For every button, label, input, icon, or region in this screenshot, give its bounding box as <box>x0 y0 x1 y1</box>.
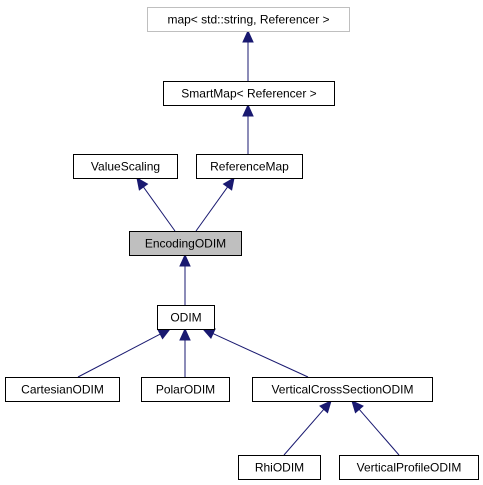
class-box <box>147 7 350 32</box>
edge-line <box>195 186 228 232</box>
arrowhead-icon <box>242 29 254 43</box>
edges-layer <box>77 29 400 456</box>
arrowhead-icon <box>222 177 235 191</box>
edge-referencemap-to-smartmap <box>242 103 254 154</box>
class-box <box>141 377 230 402</box>
class-label: VerticalProfileODIM <box>357 461 462 475</box>
class-box <box>339 455 479 480</box>
arrowhead-icon <box>179 253 191 267</box>
edge-line <box>143 186 176 232</box>
class-box <box>238 455 321 480</box>
class-node-referencemap[interactable]: ReferenceMap <box>196 154 303 179</box>
nodes-layer: map< std::string, Referencer >SmartMap< … <box>5 7 479 480</box>
arrowhead-icon <box>136 177 149 191</box>
class-label: RhiODIM <box>255 461 304 475</box>
class-box <box>5 377 120 402</box>
class-box <box>163 81 335 106</box>
arrowhead-icon <box>157 328 172 340</box>
class-node-cartesianodim[interactable]: CartesianODIM <box>5 377 120 402</box>
arrowhead-icon <box>242 103 254 117</box>
class-box <box>196 154 303 179</box>
arrowhead-icon <box>201 328 216 340</box>
edge-verticalcrosssectionodim-to-odim <box>201 328 309 378</box>
edge-odim-to-encodingodim <box>179 253 191 305</box>
class-box <box>129 231 242 256</box>
class-node-verticalprofileodim[interactable]: VerticalProfileODIM <box>339 455 479 480</box>
class-node-map[interactable]: map< std::string, Referencer > <box>147 7 350 32</box>
edge-cartesianodim-to-odim <box>77 328 172 378</box>
class-label: ODIM <box>170 311 201 325</box>
edge-line <box>77 333 161 378</box>
class-node-verticalcrosssectionodim[interactable]: VerticalCrossSectionODIM <box>252 377 433 402</box>
class-box <box>73 154 178 179</box>
edge-rhiodim-to-verticalcrosssectionodim <box>283 400 332 456</box>
class-node-valuescaling[interactable]: ValueScaling <box>73 154 178 179</box>
arrowhead-icon <box>179 327 191 341</box>
class-label: CartesianODIM <box>21 383 104 397</box>
class-box <box>157 305 215 330</box>
class-label: VerticalCrossSectionODIM <box>271 383 413 397</box>
edge-encodingodim-to-valuescaling <box>136 177 176 232</box>
arrowhead-icon <box>351 400 364 414</box>
class-node-polarodim[interactable]: PolarODIM <box>141 377 230 402</box>
class-label: EncodingODIM <box>145 237 226 251</box>
edge-verticalprofileodim-to-verticalcrosssectionodim <box>351 400 400 456</box>
edge-line <box>358 408 400 456</box>
class-label: PolarODIM <box>156 383 215 397</box>
class-node-rhiodim[interactable]: RhiODIM <box>238 455 321 480</box>
class-node-odim[interactable]: ODIM <box>157 305 215 330</box>
class-label: SmartMap< Referencer > <box>181 87 316 101</box>
class-label: map< std::string, Referencer > <box>167 13 329 27</box>
edge-encodingodim-to-referencemap <box>195 177 235 232</box>
class-node-encodingodim: EncodingODIM <box>129 231 242 256</box>
edge-smartmap-to-map <box>242 29 254 81</box>
class-box <box>252 377 433 402</box>
arrowhead-icon <box>319 400 332 414</box>
class-label: ValueScaling <box>91 160 160 174</box>
edge-polarodim-to-odim <box>179 327 191 377</box>
class-label: ReferenceMap <box>210 160 289 174</box>
edge-line <box>283 408 325 456</box>
class-node-smartmap[interactable]: SmartMap< Referencer > <box>163 81 335 106</box>
edge-line <box>212 333 309 378</box>
